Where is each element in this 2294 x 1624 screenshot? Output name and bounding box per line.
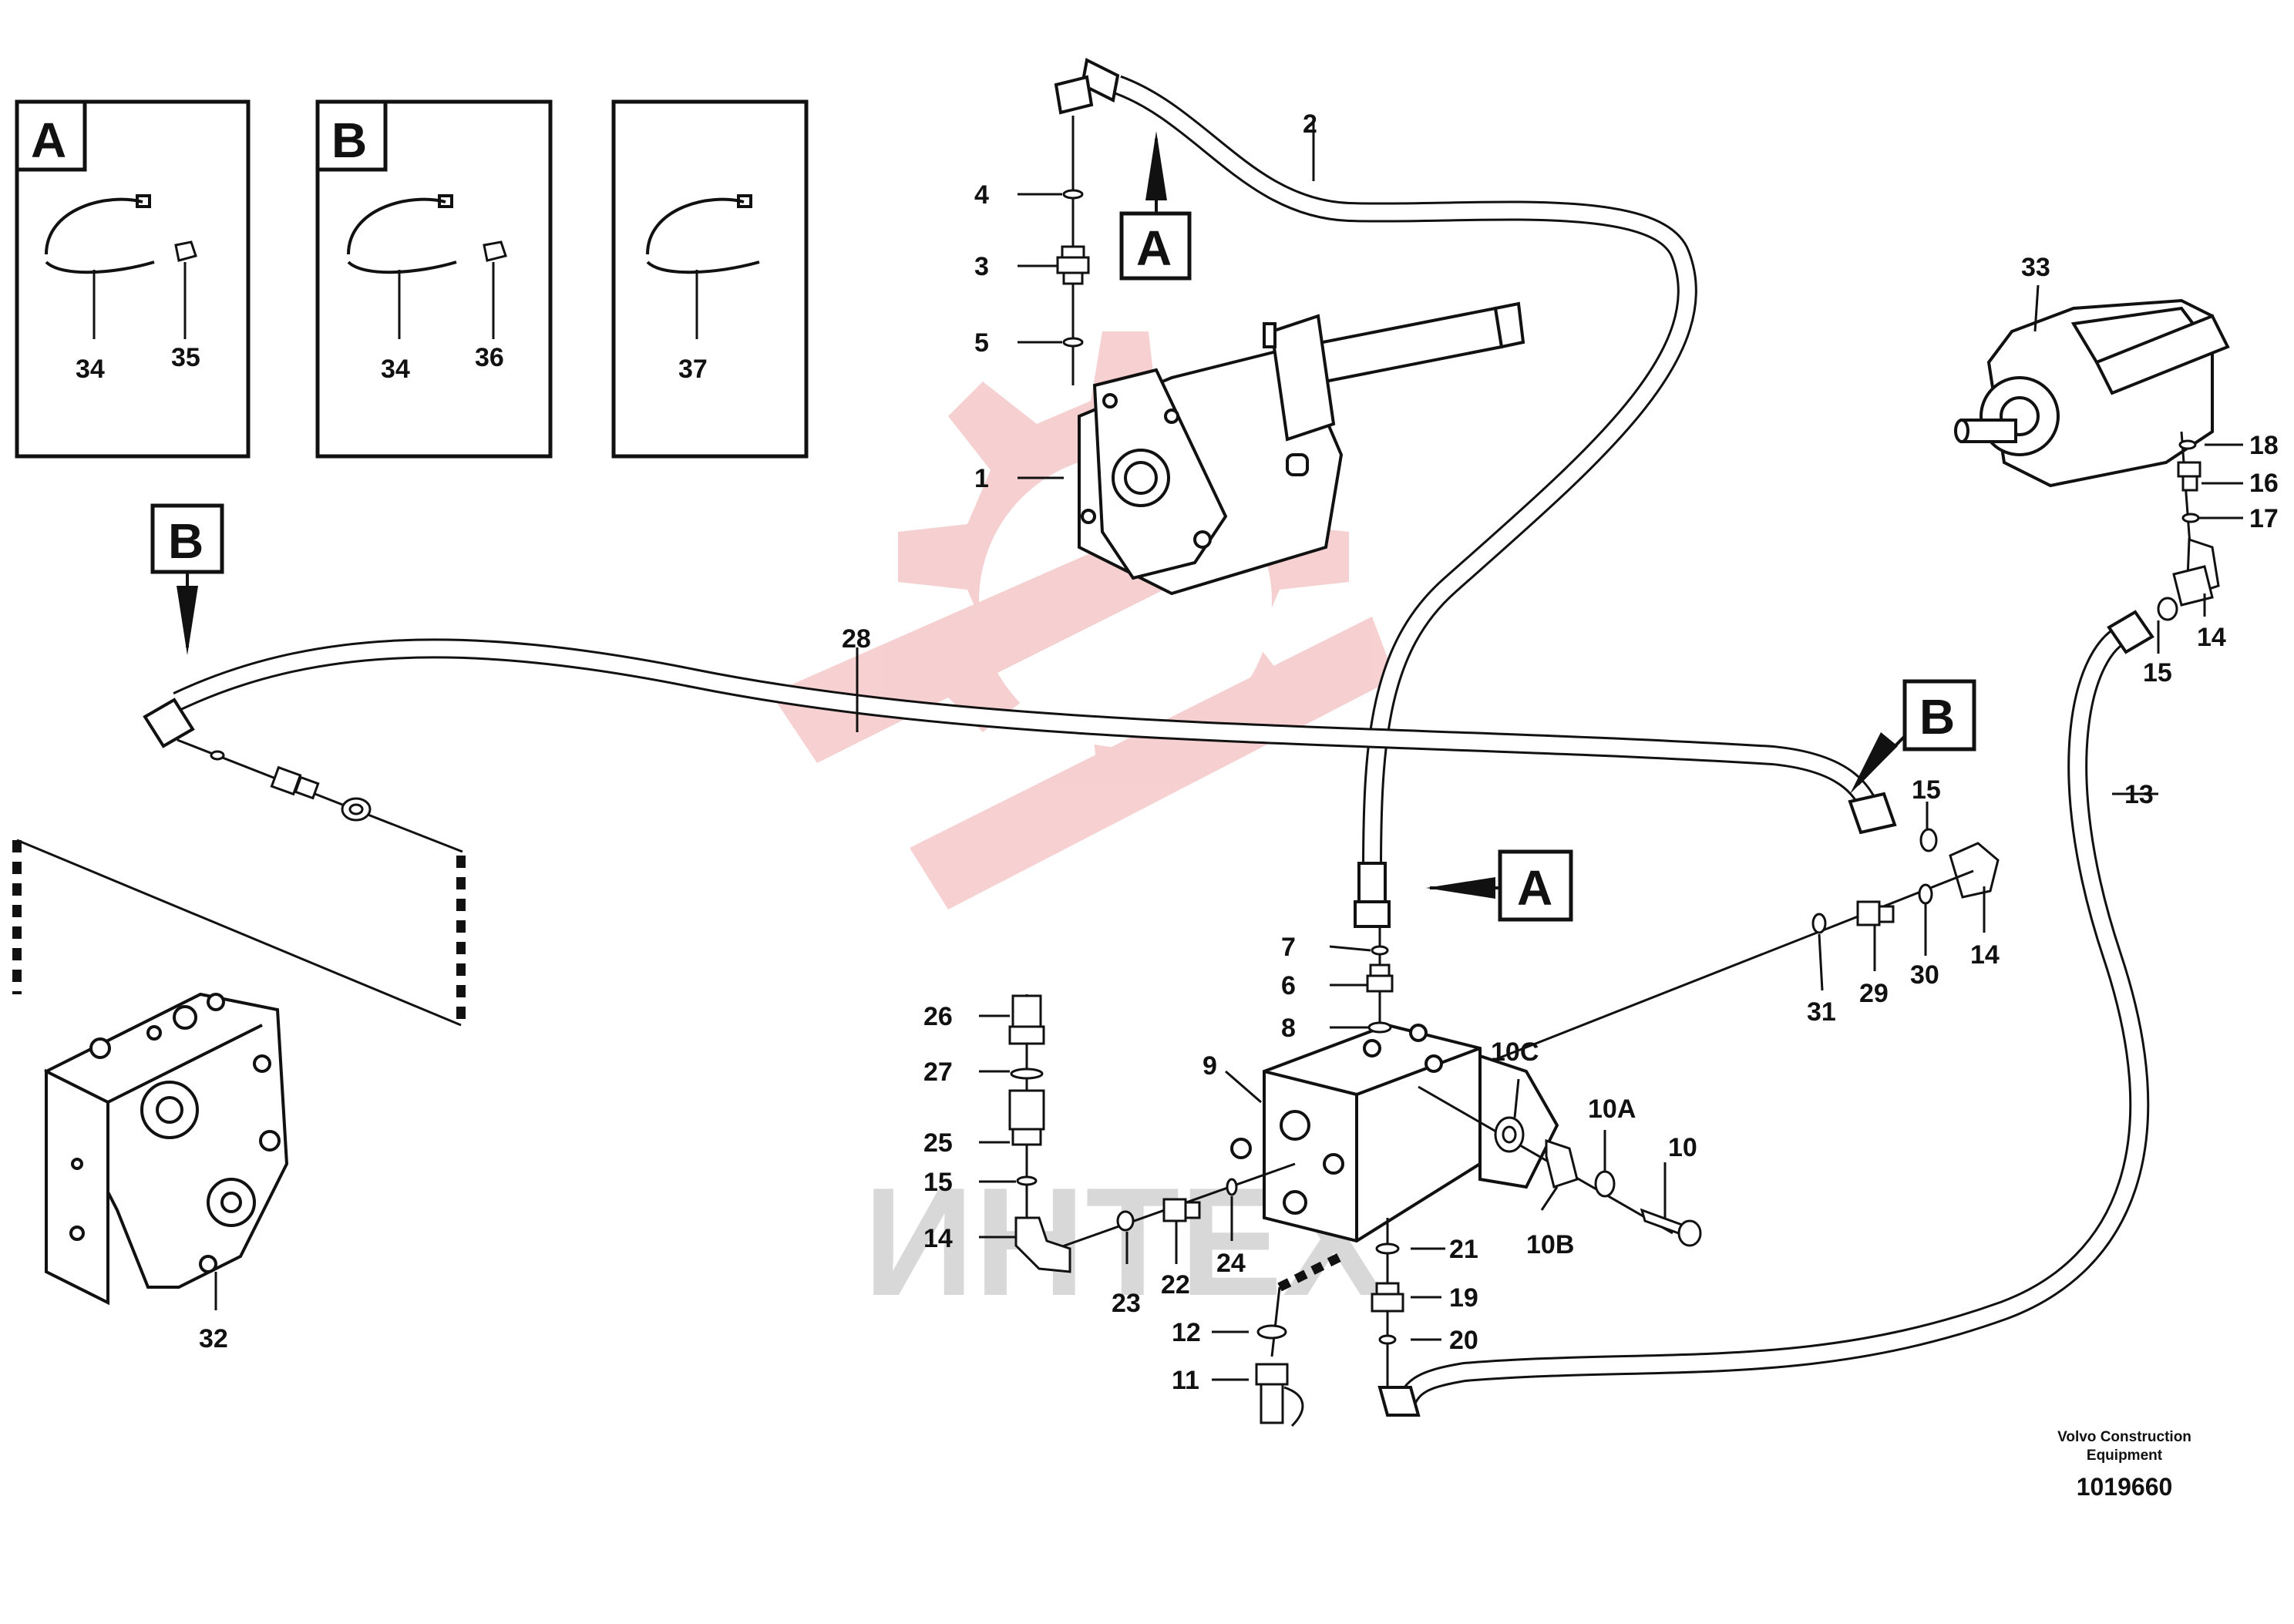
callout-33: 33 (2021, 253, 2050, 282)
callout-32: 32 (199, 1324, 228, 1353)
hose-28 (143, 638, 1897, 835)
callout-9: 9 (1202, 1051, 1217, 1081)
section-marker-b-right: B (1850, 679, 1976, 794)
callout-29: 29 (1859, 979, 1889, 1008)
section-marker-b-left: B (150, 503, 224, 655)
callout-20: 20 (1449, 1326, 1478, 1355)
callout-18: 18 (2249, 431, 2279, 460)
svg-text:36: 36 (475, 343, 504, 372)
svg-text:37: 37 (678, 355, 708, 384)
callout-1: 1 (974, 464, 989, 493)
callout-28: 28 (842, 624, 871, 654)
inset-a-letter: A (31, 113, 66, 168)
cable-tie-clip-icon (174, 240, 197, 262)
inset-panel-c: 37 (611, 99, 809, 459)
company-name-line1: Volvo Construction (2057, 1429, 2191, 1445)
callout-31: 31 (1807, 997, 1836, 1027)
callout-10: 10 (1668, 1133, 1697, 1162)
callout-6: 6 (1281, 971, 1296, 1000)
callout-10b: 10B (1526, 1230, 1574, 1259)
cable-tie-icon (646, 194, 760, 274)
callout-15-mid: 15 (1912, 775, 1941, 805)
callout-15-right: 15 (2143, 658, 2172, 688)
callout-labels: 1 2 3 4 5 6 7 8 9 10 10A 10B 10C 11 12 1… (199, 109, 2279, 1395)
callout-24: 24 (1216, 1249, 1246, 1278)
callout-14-mid: 14 (1970, 940, 2000, 970)
dashed-bracket (12, 839, 466, 1027)
section-marker-a-lower: A (1426, 849, 1573, 922)
control-valve-block (44, 992, 289, 1306)
callout-2: 2 (1303, 109, 1317, 139)
inset-panel-a: A 34 35 (15, 99, 251, 459)
callout-10a: 10A (1588, 1094, 1636, 1124)
callout-17: 17 (2249, 504, 2279, 533)
callout-8: 8 (1281, 1014, 1296, 1043)
callout-13: 13 (2124, 780, 2154, 809)
callout-12: 12 (1172, 1318, 1201, 1347)
callout-11: 11 (1172, 1366, 1199, 1395)
fitting-stack-center (1366, 925, 1394, 1034)
company-name-line2: Equipment (2087, 1447, 2163, 1464)
callout-15-left: 15 (923, 1168, 953, 1197)
fitting-stack-lower (1371, 1218, 1404, 1387)
callout-7: 7 (1281, 933, 1296, 962)
callout-3: 3 (974, 252, 989, 281)
fitting-group-mid-right (1425, 828, 2000, 1088)
inset-panel-b: B 34 36 (315, 99, 553, 459)
callout-23: 23 (1112, 1289, 1141, 1318)
fitting-group-center-left (1055, 1162, 1296, 1250)
hose-2 (1054, 58, 1697, 928)
fitting-stack-upper (1056, 116, 1090, 385)
svg-text:B: B (1919, 689, 1955, 745)
callout-14-right: 14 (2197, 623, 2226, 652)
hydraulic-motor (1954, 298, 2230, 488)
section-marker-a-upper: A (1119, 131, 1192, 281)
inset-b-letter: B (331, 113, 367, 168)
callout-14-left: 14 (923, 1224, 953, 1253)
footer: Volvo Construction Equipment 1019660 (2057, 1429, 2191, 1501)
cable-tie-icon (347, 194, 457, 274)
callout-25: 25 (923, 1128, 953, 1158)
fitting-stack-left (1008, 994, 1071, 1273)
callout-21: 21 (1449, 1235, 1478, 1264)
callout-10c: 10C (1491, 1037, 1539, 1067)
svg-text:34: 34 (381, 355, 410, 384)
hose-13 (1377, 610, 2154, 1417)
callout-27: 27 (923, 1057, 953, 1087)
valve-block (1230, 1023, 1559, 1243)
svg-text:A: A (1517, 860, 1552, 916)
fitting-group-10 (1418, 1085, 1702, 1247)
callout-4: 4 (974, 180, 989, 210)
cable-tie-icon (45, 194, 155, 274)
leader-lines (856, 122, 2243, 1381)
dashed-bracket-small (1270, 1252, 1344, 1357)
callout-26: 26 (923, 1002, 953, 1031)
svg-text:A: A (1136, 220, 1172, 276)
callout-22: 22 (1161, 1270, 1190, 1300)
svg-text:B: B (168, 513, 204, 569)
cable-tie-clip-icon (483, 240, 507, 262)
callout-30: 30 (1910, 960, 1939, 990)
fitting-group-left (177, 738, 463, 853)
svg-text:34: 34 (76, 355, 105, 384)
drawing-number: 1019660 (2077, 1473, 2173, 1501)
callout-16: 16 (2249, 469, 2279, 498)
hydraulic-pump (1078, 301, 1525, 596)
fitting-group-right (2157, 431, 2220, 621)
fitting-11 (1255, 1324, 1304, 1427)
callout-19: 19 (1449, 1283, 1478, 1313)
svg-text:35: 35 (171, 343, 200, 372)
callout-5: 5 (974, 328, 989, 358)
